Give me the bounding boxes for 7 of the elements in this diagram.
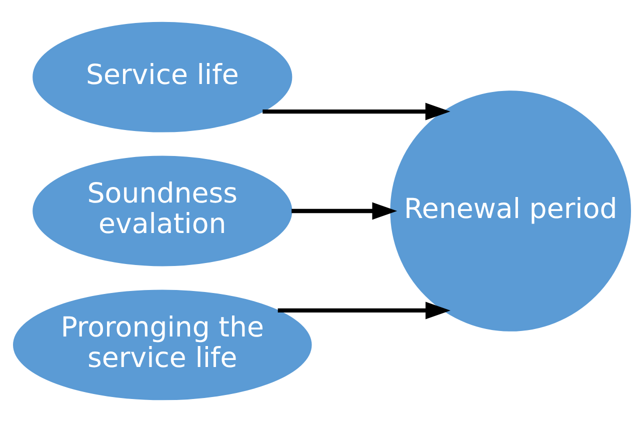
node-ellipse: Proronging the service life bbox=[13, 290, 312, 400]
node-ellipse: Service life bbox=[32, 22, 292, 132]
arrow bbox=[278, 302, 450, 320]
node-circle: Renewal period bbox=[390, 90, 632, 332]
arrow bbox=[262, 102, 450, 120]
node-ellipse: Soundness evalation bbox=[32, 156, 292, 266]
arrow bbox=[292, 202, 398, 220]
